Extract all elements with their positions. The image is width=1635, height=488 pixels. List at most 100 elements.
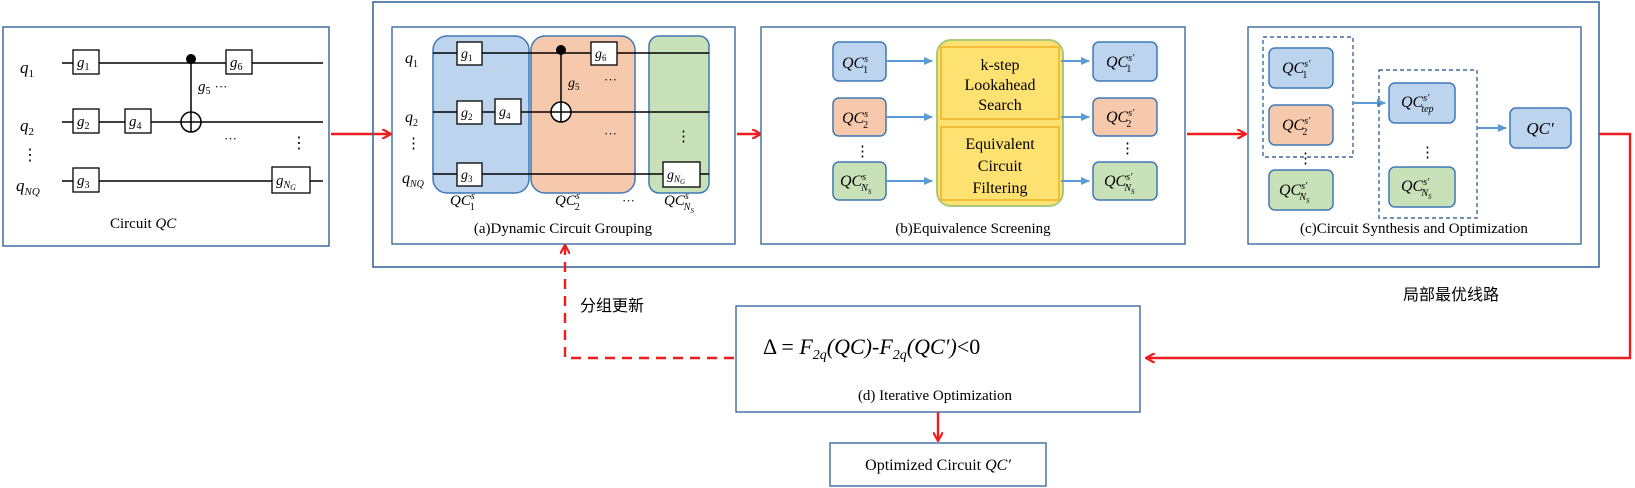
b-output-label-1: QCs′1 — [1106, 53, 1135, 75]
arrow-d-to-a-dashed — [565, 246, 734, 360]
c-final-box — [1509, 107, 1572, 149]
c-mid-label-ns: QCs′NS — [1401, 177, 1432, 201]
b-output-box-ns — [1092, 161, 1158, 201]
qubit-label-1: q1 — [20, 58, 34, 80]
panel-c-synthesis: QCs′1 QCs′2 ⋮ QCs′NS QCs′tep ⋮ QCs′NS QC… — [1247, 26, 1582, 245]
circuit-dots: ··· — [224, 131, 237, 146]
input-circuit-frame — [2, 26, 330, 247]
panel-a-qubit-1: q1 — [405, 50, 418, 70]
panel-a-cnot-g5 — [550, 45, 572, 123]
svg-text:gNG: gNG — [667, 168, 685, 186]
panel-a-gate-g2: g2 — [456, 100, 483, 125]
gate-g4: g4 — [124, 108, 152, 134]
gate-g1: g1 — [72, 49, 100, 75]
c-dashed-group-left — [1262, 36, 1354, 158]
panel-d-iterative: Δ = F2q(QC)-F2q(QC′)<0 (d) Iterative Opt… — [735, 305, 1141, 413]
c-left-box-ns — [1268, 169, 1334, 211]
b-output-label-ns: QCs′NS — [1104, 172, 1135, 196]
b-output-box-2 — [1092, 97, 1158, 137]
b-filter-line-1: Equivalent — [965, 136, 1035, 153]
c-mid-label-tep: QCs′tep — [1401, 93, 1434, 115]
gate-g6: g6 — [225, 49, 253, 75]
c-left-label-2: QCs′2 — [1282, 116, 1311, 138]
svg-text:g2: g2 — [461, 106, 473, 122]
group-box-ns — [648, 35, 710, 194]
control-dot — [186, 54, 196, 64]
c-left-box-1 — [1268, 47, 1334, 89]
gate-g3: g3 — [72, 167, 100, 193]
panel-a-gate-g5-label: g5 — [568, 76, 580, 92]
qubit-label-2: q2 — [20, 116, 34, 138]
svg-text:g3: g3 — [461, 168, 473, 184]
input-circuit-panel: q1 q2 ⋮ qNQ g1 g2 g3 g4 g5··· — [2, 26, 330, 247]
optimized-circuit-label: Optimized Circuit QC′ — [865, 457, 1011, 474]
panel-a-qubit-2: q2 — [405, 109, 418, 129]
svg-text:g6: g6 — [230, 55, 243, 73]
panel-a-dynamic-grouping: q1 q2 ⋮ qNQ g1 g2 g4 g3 g5 g — [391, 26, 736, 245]
panel-a-gate-g4: g4 — [494, 98, 522, 125]
group-box-2 — [530, 35, 636, 194]
svg-text:gNG: gNG — [276, 173, 296, 192]
panel-a-gate-g3: g3 — [456, 162, 483, 187]
b-output-label-2: QCs′2 — [1106, 108, 1135, 130]
b-filter-box — [940, 126, 1060, 201]
input-circuit-caption: Circuit QC — [110, 216, 177, 232]
b-lookahead-box — [940, 46, 1060, 120]
b-filter-line-2: Circuit — [978, 158, 1023, 175]
svg-text:g3: g3 — [77, 173, 90, 191]
panel-b-caption: (b)Equivalence Screening — [895, 221, 1051, 237]
gate-g5-label: g5··· — [198, 79, 228, 97]
b-filter-line-3: Filtering — [972, 180, 1027, 197]
qubit-vdots: ⋮ — [22, 147, 38, 164]
panel-a-qubit-vdots: ⋮ — [406, 136, 421, 152]
b-input-box-ns — [832, 161, 887, 201]
c-left-label-1: QCs′1 — [1282, 59, 1311, 81]
b-lookahead-line-1: k-step — [980, 57, 1019, 74]
panel-d-frame — [735, 305, 1141, 413]
svg-text:g1: g1 — [461, 47, 473, 63]
c-mid-box-ns — [1388, 166, 1456, 208]
panel-a-dots-top: ··· — [604, 72, 617, 87]
cnot-gate-g5 — [180, 54, 202, 133]
svg-text:g4: g4 — [499, 105, 511, 121]
c-mid-vdots: ⋮ — [1420, 145, 1435, 161]
c-final-label: QC′ — [1526, 119, 1554, 138]
group-update-label: 分组更新 — [580, 297, 644, 315]
c-left-label-ns: QCs′NS — [1279, 181, 1310, 205]
c-mid-box-tep — [1388, 82, 1456, 124]
svg-text:g6: g6 — [595, 47, 607, 63]
gate-g2: g2 — [72, 108, 100, 134]
local-optimum-label: 局部最优线路 — [1403, 286, 1499, 304]
b-output-vdots: ⋮ — [1120, 141, 1135, 157]
qubit-label-nq: qNQ — [16, 176, 40, 198]
panel-a-gate-g6: g6 — [590, 41, 618, 66]
panel-a-gate-g1: g1 — [456, 41, 483, 66]
c-dashed-group-mid — [1378, 69, 1478, 219]
group-label-dots: ··· — [622, 193, 635, 208]
svg-text:g1: g1 — [77, 55, 90, 73]
arrow-c-to-d — [1147, 132, 1632, 358]
optimized-circuit-box: Optimized Circuit QC′ — [829, 442, 1047, 487]
c-left-box-2 — [1268, 104, 1334, 146]
b-lookahead-line-2: Lookahead — [964, 77, 1035, 94]
panel-d-caption: (d) Iterative Optimization — [858, 388, 1013, 404]
panel-c-caption: (c)Circuit Synthesis and Optimization — [1300, 221, 1528, 237]
svg-text:g4: g4 — [129, 114, 142, 132]
b-input-box-1 — [832, 41, 887, 82]
b-input-box-2 — [832, 97, 887, 137]
b-input-vdots: ⋮ — [855, 144, 870, 160]
panel-a-dots-mid: ··· — [604, 126, 617, 141]
panel-a-qubit-nq: qNQ — [402, 170, 425, 190]
svg-text:g2: g2 — [77, 114, 90, 132]
panel-a-gate-gng: gNG — [662, 161, 701, 188]
c-left-vdots: ⋮ — [1298, 151, 1313, 167]
objective-formula: Δ = F2q(QC)-F2q(QC′)<0 — [763, 334, 980, 363]
